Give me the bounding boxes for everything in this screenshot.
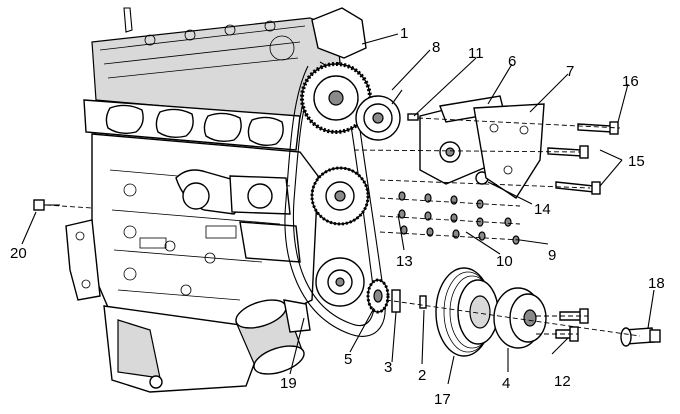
- assembly-lines: [45, 117, 641, 337]
- lower-idler: [315, 257, 365, 307]
- oil-filter: [235, 299, 311, 375]
- water-pump: [310, 166, 370, 226]
- callout-11: 11: [468, 45, 484, 62]
- callout-8: 8: [432, 39, 440, 56]
- callout-15: 15: [628, 153, 645, 170]
- crank-damper: [493, 287, 547, 349]
- tensioner-pulley: [355, 89, 403, 141]
- callout-2: 2: [418, 367, 426, 384]
- callout-13: 13: [396, 253, 413, 270]
- crankshaft-sprocket: [366, 278, 390, 314]
- leader-lines: [21, 33, 655, 385]
- callout-20: 20: [10, 245, 27, 262]
- callout-7: 7: [566, 63, 574, 80]
- washers-and-nuts: [398, 191, 520, 245]
- callout-labels: 1 8 11 6 7 16 15 14 13 10 9 18 12 4 17 2…: [10, 25, 665, 408]
- crank-bolt: [620, 327, 661, 347]
- callout-19: 19: [280, 375, 297, 392]
- engine-block: [65, 7, 367, 393]
- camshaft-sprocket: [300, 62, 372, 134]
- long-bolts: [547, 121, 619, 195]
- callout-12: 12: [554, 373, 571, 390]
- woodruff-key: [419, 295, 427, 309]
- callout-9: 9: [548, 247, 556, 264]
- callout-3: 3: [384, 359, 392, 376]
- callout-6: 6: [508, 53, 516, 70]
- callout-17: 17: [434, 391, 451, 408]
- callout-1: 1: [400, 25, 408, 42]
- callout-16: 16: [622, 73, 639, 90]
- callout-4: 4: [502, 375, 510, 392]
- callout-10: 10: [496, 253, 513, 270]
- callout-14: 14: [534, 201, 551, 218]
- callout-5: 5: [344, 351, 352, 368]
- crankshaft-pulley: [435, 267, 499, 357]
- callout-18: 18: [648, 275, 665, 292]
- idler-stud: [407, 113, 419, 121]
